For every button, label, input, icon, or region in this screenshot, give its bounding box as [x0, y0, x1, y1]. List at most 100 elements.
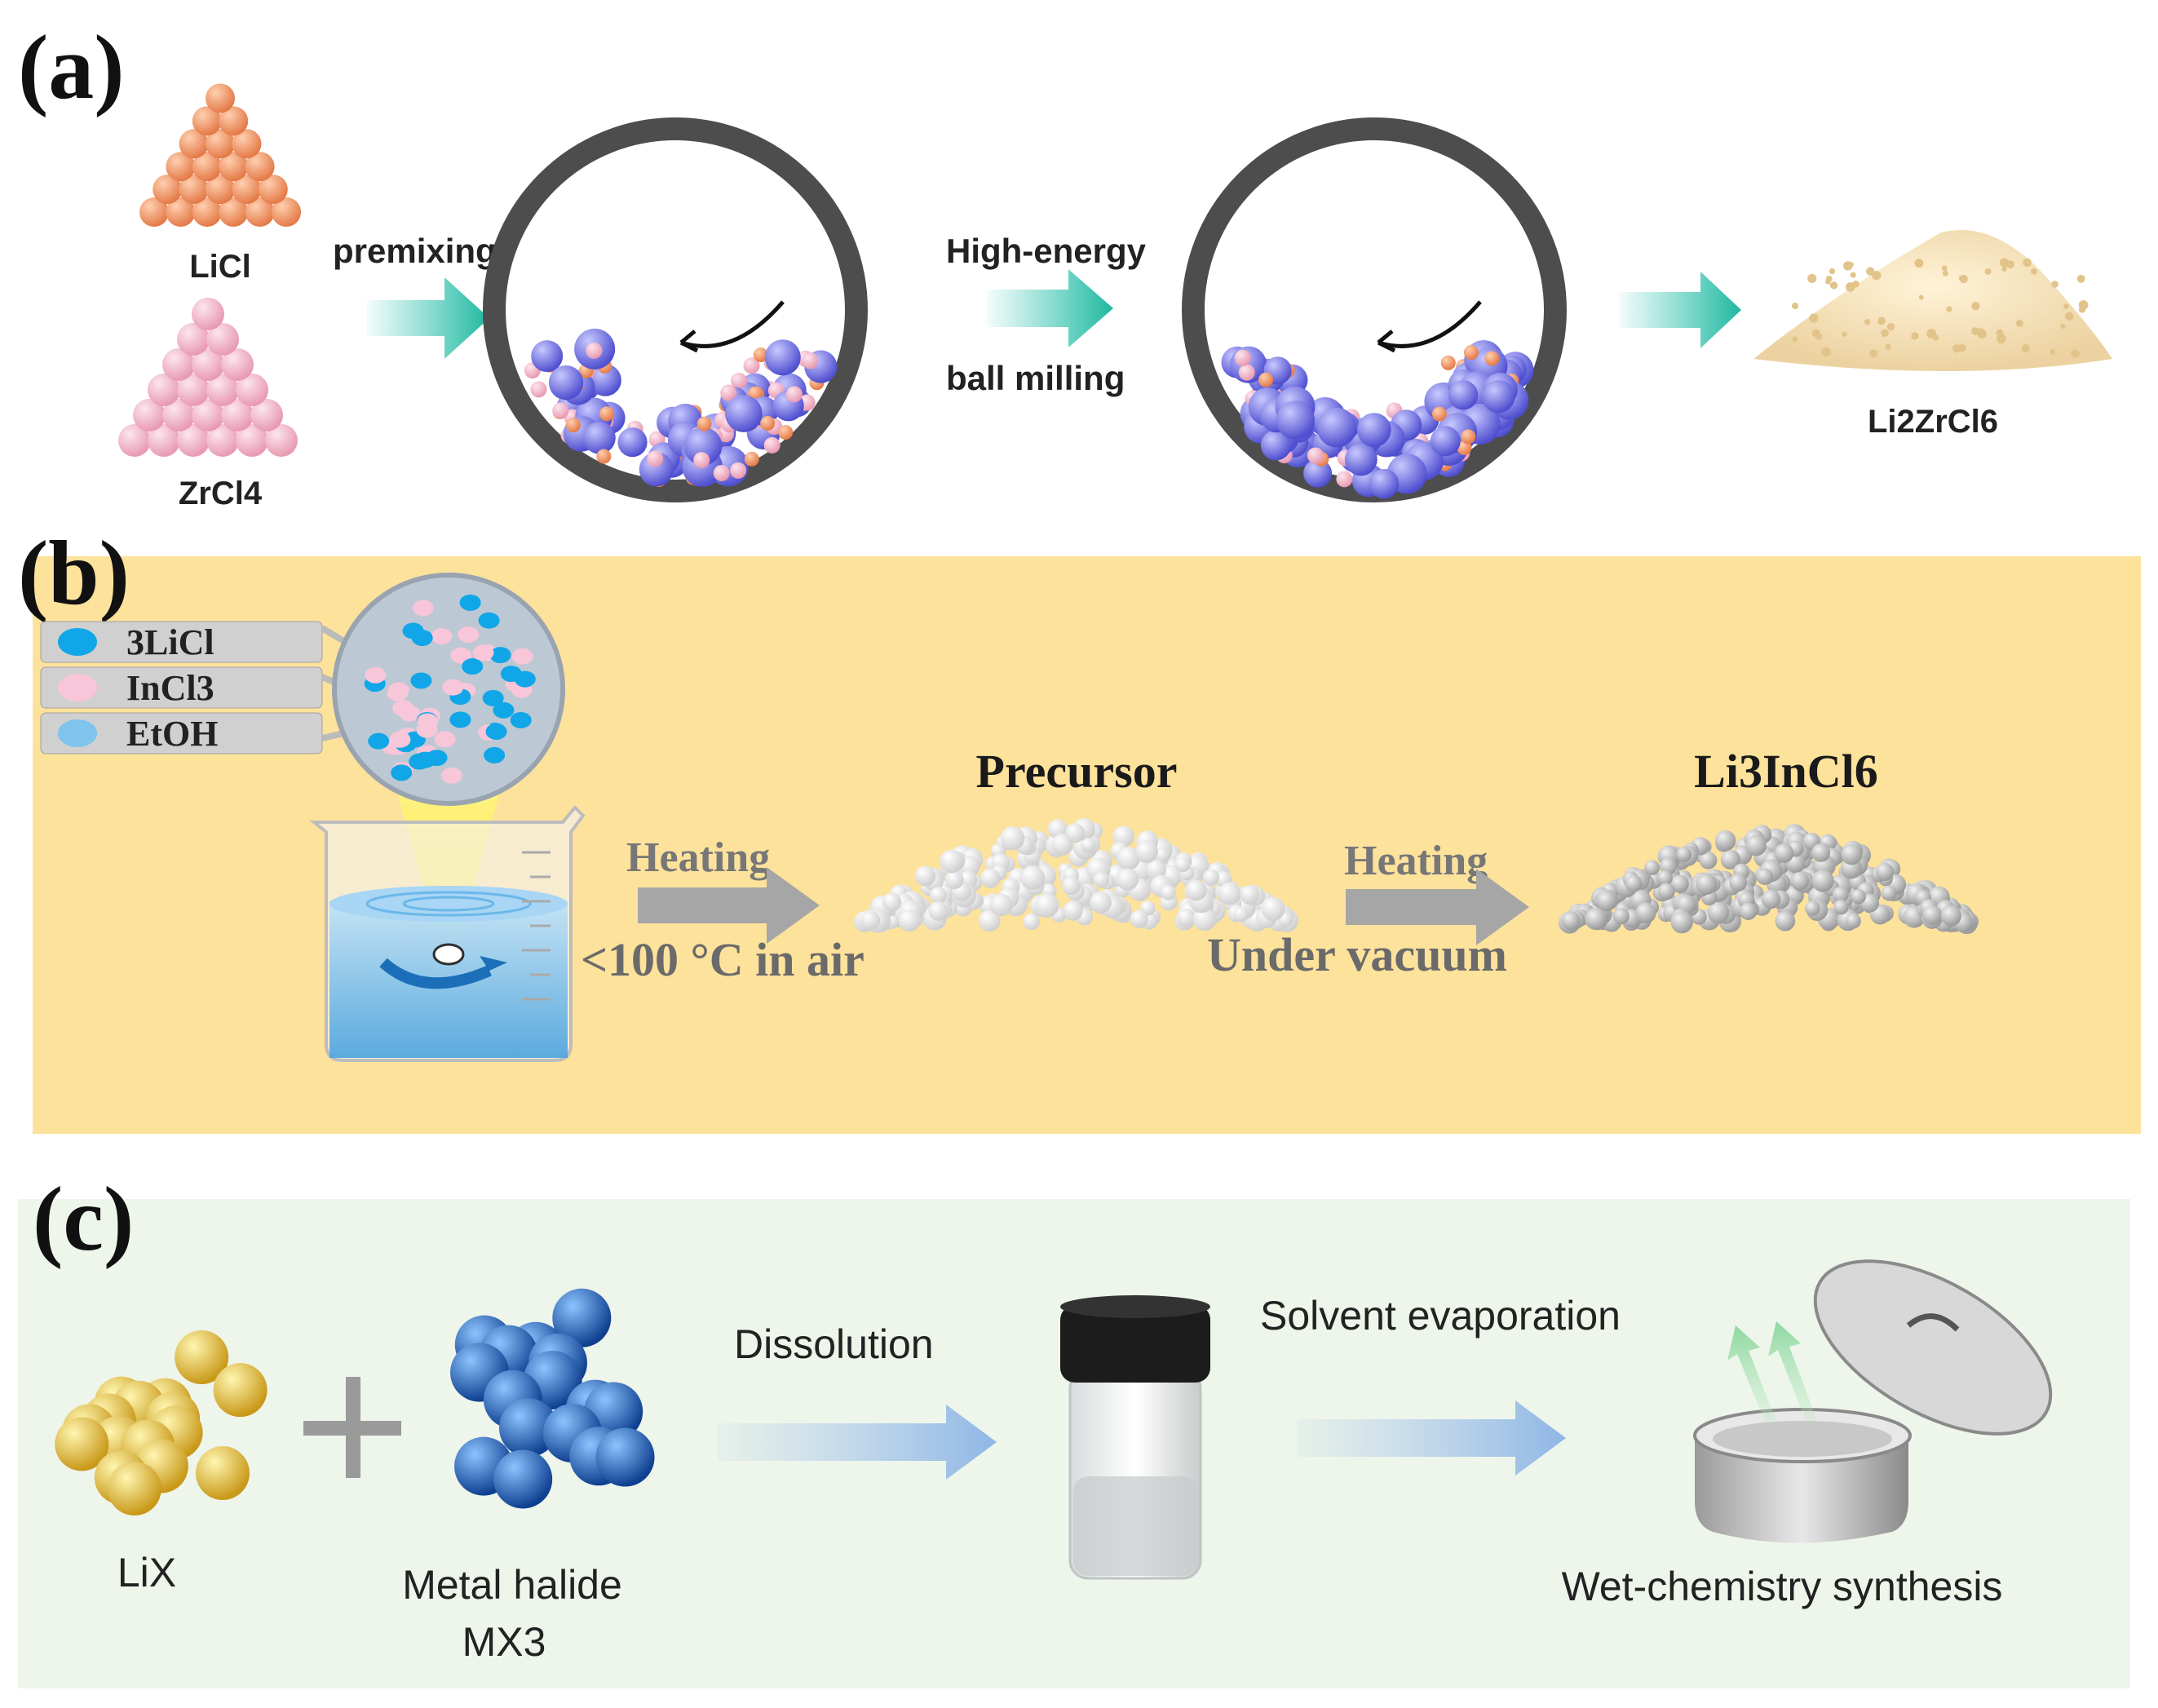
incl3-particle — [511, 648, 533, 665]
li3incl6-particle — [1644, 860, 1661, 876]
li3incl6-particle — [1851, 888, 1866, 905]
vial — [1060, 1295, 1210, 1580]
zrcl4-particle — [236, 424, 268, 457]
precursor-particle — [1065, 823, 1086, 843]
powder-speck — [1825, 278, 1831, 285]
licl-particle — [696, 416, 712, 431]
zrcl4-particle — [1238, 364, 1255, 381]
licl-particle — [1258, 372, 1274, 387]
powder-speck — [1821, 347, 1831, 357]
precursor-particle — [898, 909, 921, 932]
precursor-particle — [980, 868, 1001, 888]
powder-speck — [1958, 276, 1965, 281]
precursor-particle — [1240, 885, 1260, 905]
li3incl6-particle — [1670, 874, 1689, 893]
solution-magnifier — [332, 573, 565, 806]
lix-particle — [107, 1462, 161, 1516]
licl-particle — [596, 449, 612, 464]
powder-speck — [1885, 343, 1891, 350]
precursor-particle — [1161, 885, 1176, 900]
licl-particle — [500, 666, 522, 683]
zrcl4-particle — [250, 399, 283, 431]
incl3-particle — [431, 628, 453, 645]
panel-c: (c) LiX Metal halide MX3 Dissolution Sol… — [18, 1169, 2130, 1688]
precursor-particle — [1202, 869, 1220, 886]
li3incl6-particle — [1790, 871, 1810, 891]
high-energy-label: High-energy — [946, 232, 1147, 270]
licl-particle — [449, 711, 471, 728]
licl-particle — [482, 689, 504, 706]
precursor-particle — [1134, 840, 1158, 864]
evaporation-arrow — [1297, 1400, 1566, 1476]
li3incl6-particle — [1745, 834, 1767, 856]
licl-particle — [485, 723, 507, 740]
zrcl4-particle — [206, 323, 239, 356]
li3incl6-particle — [1940, 905, 1961, 927]
li3incl6-particle — [1729, 874, 1748, 892]
product-arrow-a — [1619, 272, 1741, 348]
li2zrcl6-powder — [1753, 230, 2112, 371]
premixing-arrow — [367, 277, 489, 359]
mx3-particle — [498, 1398, 558, 1458]
precursor-particle — [1090, 892, 1112, 914]
incl3-particle — [399, 705, 421, 722]
li3incl6-particle — [1657, 883, 1675, 900]
li2zrcl6-label: Li2ZrCl6 — [1868, 404, 1998, 440]
precursor-particle — [914, 865, 936, 887]
zrcl4-particle — [785, 386, 803, 403]
precursor-particle — [1218, 882, 1241, 905]
powder-speck — [1848, 262, 1854, 268]
zrcl4-particle — [720, 384, 737, 401]
rotation-arrow-1 — [680, 300, 785, 348]
precursor-particle — [1154, 847, 1170, 863]
precursor-particle — [1177, 908, 1196, 927]
powder-speck — [1829, 268, 1836, 275]
zrcl4-particle — [552, 402, 569, 419]
li3incl6-particle — [1756, 868, 1774, 885]
powder-speck — [1918, 294, 1924, 300]
milling-ball — [683, 427, 723, 466]
milling-ball — [617, 427, 648, 458]
heating-arrow-2 — [1346, 869, 1529, 945]
incl3-particle — [434, 731, 456, 748]
precursor-particle — [1081, 837, 1096, 852]
legend-licl-label: 3LiCl — [126, 622, 214, 662]
zrcl4-particle — [1336, 471, 1353, 488]
incl3-particle — [441, 767, 463, 784]
licl-particle — [245, 152, 275, 182]
powder-speck — [2005, 260, 2014, 269]
precursor-particle — [928, 900, 949, 921]
powder-speck — [1942, 270, 1949, 277]
li3incl6-particle — [1596, 891, 1617, 912]
air-heating-label: <100 °C in air — [581, 933, 865, 986]
incl3-particle — [458, 626, 480, 644]
rotation-arrow-2 — [1377, 300, 1482, 348]
licl-particle — [414, 751, 436, 768]
precursor-particle — [1000, 825, 1025, 851]
powder-speck — [1978, 328, 1984, 334]
licl-particle — [778, 425, 794, 440]
li3incl6-particle — [1922, 905, 1943, 926]
mx3-cluster — [450, 1288, 655, 1509]
li3incl6-particle — [1670, 910, 1693, 934]
zrcl4-particle — [162, 399, 195, 431]
licl-particle — [484, 746, 506, 763]
licl-pile — [139, 83, 301, 227]
vacuum-label: Under vacuum — [1207, 928, 1507, 981]
zrcl4-particle — [730, 462, 747, 479]
mx3-label: MX3 — [462, 1619, 546, 1665]
powder-speck — [2001, 266, 2007, 272]
powder-speck — [1877, 316, 1886, 325]
licl-particle — [753, 347, 768, 363]
zrcl4-pile — [118, 298, 298, 457]
zrcl4-particle — [221, 348, 254, 381]
milling-ball — [531, 340, 564, 373]
powder-speck — [1886, 322, 1895, 331]
zrcl4-label: ZrCl4 — [179, 476, 263, 511]
precursor-particle — [1034, 893, 1059, 918]
jar-1-contents — [524, 328, 838, 488]
panel-b-label: (b) — [18, 523, 130, 624]
powder-speck — [1809, 313, 1819, 323]
licl-particle — [179, 129, 209, 159]
dissolution-label: Dissolution — [734, 1321, 934, 1367]
